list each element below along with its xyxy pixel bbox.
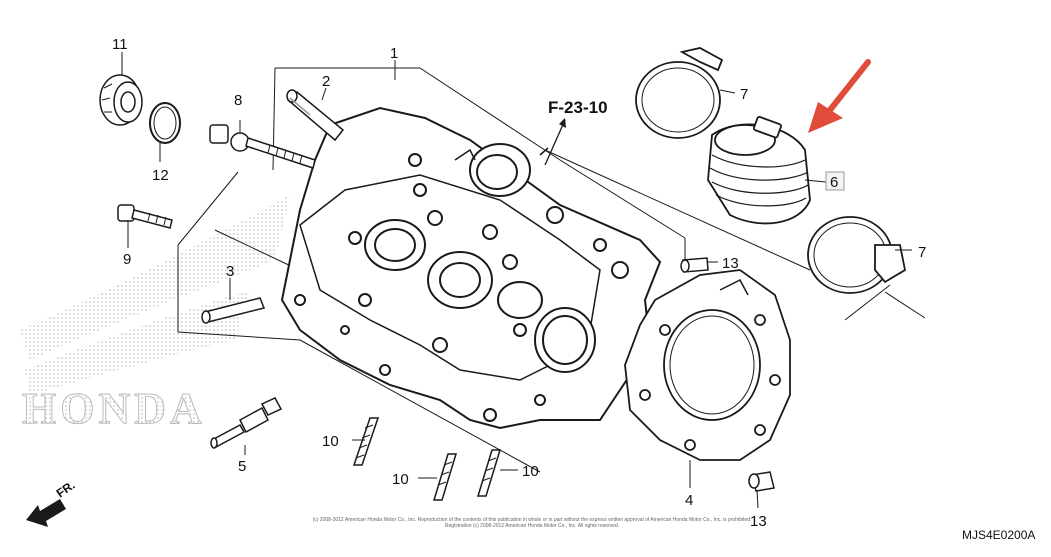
spark-plug-part-5: [210, 397, 283, 449]
insulator-part-6: [707, 115, 811, 225]
callout-6-box: [825, 171, 845, 191]
bolt-part-8: [209, 124, 316, 169]
callout-10-left: 10: [322, 433, 339, 450]
callout-5: 5: [238, 458, 246, 475]
callout-11: 11: [112, 36, 128, 53]
callout-8: 8: [234, 92, 242, 109]
callout-4: 4: [685, 492, 693, 509]
front-direction-indicator: FR.: [26, 478, 78, 527]
callout-9: 9: [123, 251, 131, 268]
callout-10-right: 10: [522, 463, 539, 480]
callout-7-upper: 7: [740, 86, 748, 103]
leader-lines: [121, 52, 912, 509]
o-ring-part-12: [149, 102, 181, 144]
front-arrow-icon: [26, 499, 66, 527]
callout-7-lower: 7: [918, 244, 926, 261]
stud-bolts-part-10: [352, 417, 502, 501]
callout-12: 12: [152, 167, 169, 184]
reference-link-f-23-10[interactable]: F-23-10: [544, 98, 608, 166]
reference-label[interactable]: F-23-10: [548, 98, 608, 117]
dowel-pin-part-2: [286, 89, 345, 142]
plug-part-11: [99, 74, 143, 126]
callout-13-upper: 13: [722, 255, 739, 272]
callout-13-lower: 13: [750, 513, 767, 530]
dowel-part-13: [680, 257, 775, 492]
callout-6: 6: [830, 174, 838, 191]
hose-clamps-part-7: [635, 47, 907, 294]
callout-1: 1: [390, 45, 398, 62]
copyright-notice: (c) 2008-2012 American Honda Motor Co., …: [262, 517, 802, 529]
copyright-line-1: (c) 2008-2012 American Honda Motor Co., …: [312, 517, 752, 523]
callout-2: 2: [322, 73, 330, 90]
front-label: FR.: [54, 478, 78, 501]
head-gasket-part-4: [624, 269, 791, 461]
copyright-line-2: Registration (c) 2008-2012 American Hond…: [444, 523, 620, 529]
callout-3: 3: [226, 263, 234, 280]
callout-labels: 1 2 3 4 5 6 7 7 8 9 10 10 10 11 12 13 13: [112, 36, 926, 530]
diagram-code: MJS4E0200A: [962, 528, 1036, 542]
callout-10-middle: 10: [392, 471, 409, 488]
honda-wordmark: HONDA: [22, 384, 206, 433]
highlight-arrow-icon: [808, 59, 871, 133]
bolt-part-9: [117, 204, 173, 229]
dowel-pin-part-3: [201, 297, 266, 324]
honda-wing-watermark: HONDA: [20, 195, 290, 434]
cylinder-head: [280, 106, 662, 430]
